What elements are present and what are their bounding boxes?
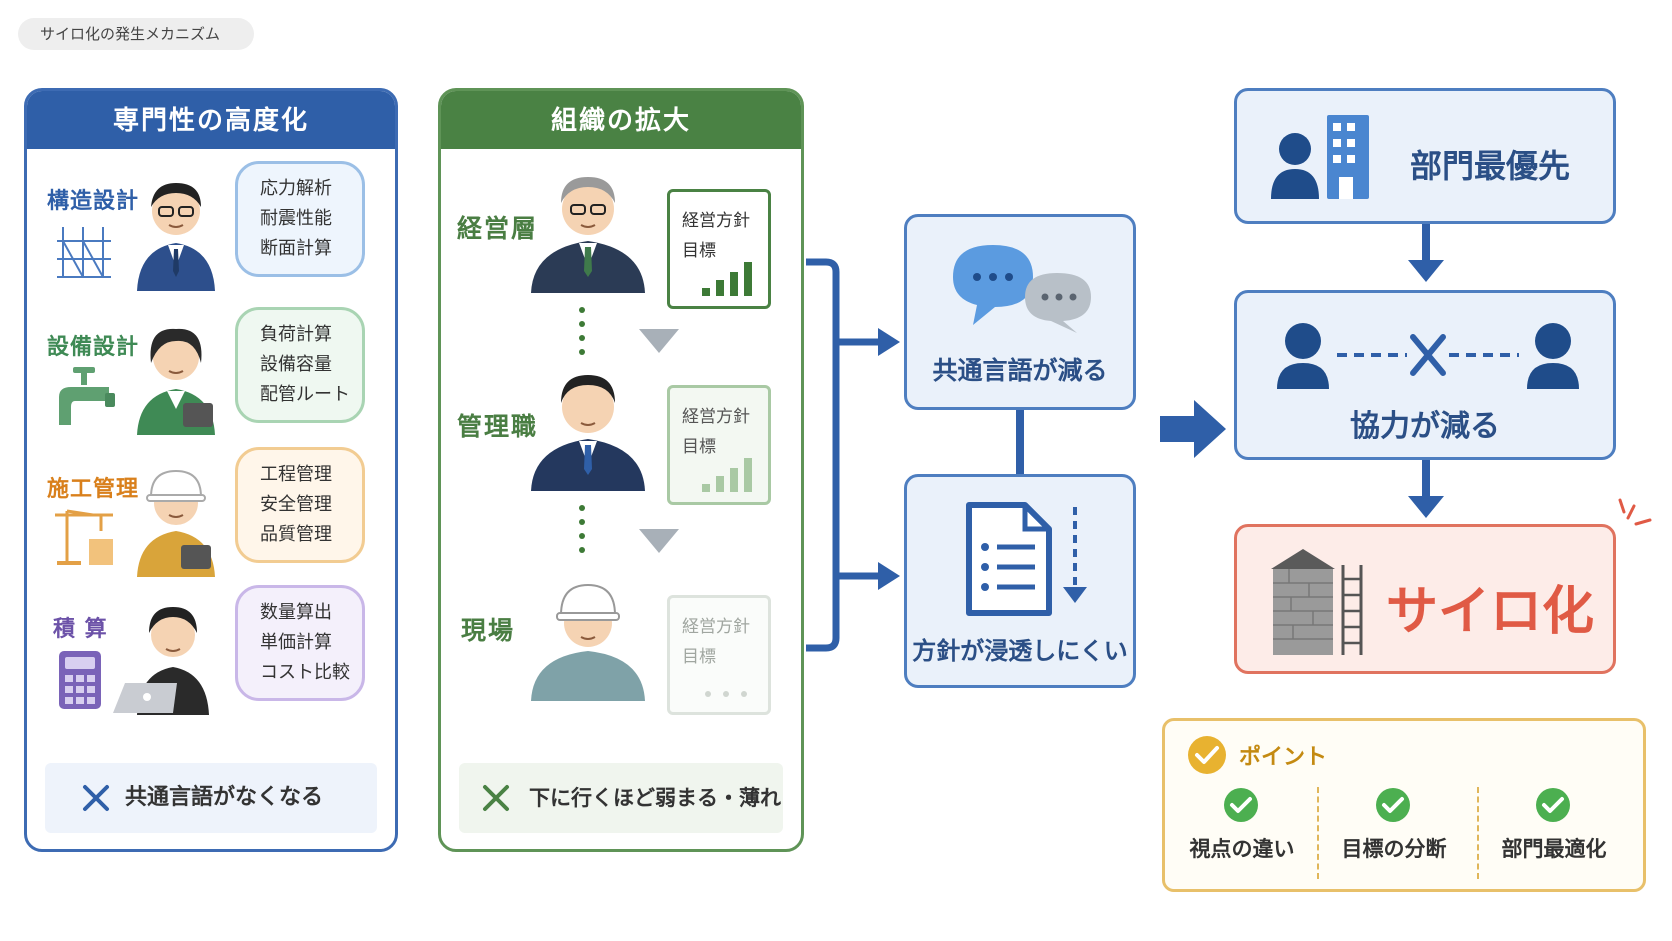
facilities-task: 配管ルート	[260, 384, 350, 405]
department-first-text: 部門最優先	[1409, 147, 1570, 185]
green-check-icon	[1536, 788, 1570, 822]
estimation-tasks-bubble: 数量算出 単価計算 コスト比較	[235, 585, 365, 701]
structure-engineer-figure	[137, 183, 215, 291]
organization-footer-text: 下に行くほど弱まる・薄れる	[529, 786, 781, 810]
emphasis-marks-icon	[1618, 498, 1652, 526]
point-item-department-optimization: 部門最適化	[1501, 837, 1607, 861]
facilities-task: 負荷計算	[260, 324, 332, 345]
department-first-box: 部門最優先	[1234, 88, 1616, 224]
doc-line: 目標	[682, 241, 716, 261]
crane-icon	[55, 509, 113, 565]
point-divider	[1477, 787, 1479, 879]
faded-dots-icon	[705, 691, 747, 697]
specialization-footer: 共通言語がなくなる	[45, 763, 377, 833]
common-language-box: 共通言語が減る	[904, 214, 1136, 410]
green-check-icon	[1376, 788, 1410, 822]
level-label-manager: 管理職	[457, 412, 539, 441]
big-right-arrow-icon	[1160, 400, 1226, 458]
policy-box: 方針が浸透しにくい	[904, 474, 1136, 688]
policy-doc-manager: 経営方針 目標	[667, 385, 771, 505]
separated-people-icon	[1277, 323, 1579, 389]
role-label-construction: 施工管理	[47, 477, 140, 502]
policy-doc-field: 経営方針 目標	[667, 595, 771, 715]
structure-task: 耐震性能	[260, 208, 332, 229]
organization-footer: 下に行くほど弱まる・薄れる	[459, 763, 783, 833]
structure-task: 応力解析	[260, 178, 332, 199]
diagram-tag: サイロ化の発生メカニズム	[18, 18, 254, 50]
x-mark-icon	[483, 785, 509, 811]
point-box: ポイント 視点の違い 目標の分断 部門最適化	[1162, 718, 1646, 892]
dotted-connector	[579, 307, 585, 355]
construction-task: 工程管理	[260, 464, 332, 485]
gold-check-icon	[1188, 736, 1226, 774]
field-worker-figure	[531, 583, 645, 701]
construction-tasks-bubble: 工程管理 安全管理 品質管理	[235, 447, 365, 563]
role-label-facilities: 設備設計	[47, 335, 140, 360]
silo-box: サイロ化	[1234, 524, 1616, 674]
down-triangle-icon	[639, 329, 679, 353]
doc-line: 経営方針	[682, 617, 750, 637]
structure-task: 断面計算	[260, 238, 332, 259]
facilities-tasks-bubble: 負荷計算 設備容量 配管ルート	[235, 307, 365, 423]
document-list-icon	[966, 502, 1087, 616]
policy-text: 方針が浸透しにくい	[912, 637, 1128, 665]
structure-tasks-bubble: 応力解析 耐震性能 断面計算	[235, 161, 365, 277]
doc-line: 経営方針	[682, 211, 750, 231]
organization-title: 組織の拡大	[441, 91, 801, 149]
bar-chart-icon	[702, 458, 752, 492]
x-mark-icon	[83, 785, 109, 811]
structure-frame-icon	[57, 227, 111, 278]
down-triangle-icon	[639, 529, 679, 553]
cooperation-text: 協力が減る	[1350, 409, 1500, 444]
person-building-icon	[1271, 115, 1369, 199]
down-arrow-icon	[1408, 224, 1444, 282]
construction-task: 安全管理	[260, 494, 332, 515]
bracket-connector	[806, 258, 900, 652]
specialization-title: 専門性の高度化	[27, 91, 395, 149]
estimator-figure	[113, 607, 209, 715]
point-divider	[1317, 787, 1319, 879]
role-label-estimation: 積 算	[53, 617, 108, 642]
level-label-executive: 経営層	[457, 214, 539, 243]
executive-figure	[531, 177, 645, 293]
facilities-engineer-figure	[137, 328, 215, 435]
silo-text: サイロ化	[1385, 582, 1594, 642]
organization-panel: 組織の拡大 経営層 経営方針 目標 管理職 経営方針 目標	[438, 88, 804, 852]
role-label-structure: 構造設計	[47, 189, 140, 214]
doc-line: 目標	[682, 647, 716, 667]
doc-line: 目標	[682, 437, 716, 457]
estimation-task: コスト比較	[260, 662, 350, 683]
specialization-panel: 専門性の高度化 構造設計 応力解析 耐震性能 断面計算 設備設計 負荷計算	[24, 88, 398, 852]
facilities-task: 設備容量	[260, 354, 332, 375]
green-check-icon	[1224, 788, 1258, 822]
calculator-icon	[59, 651, 101, 709]
speech-bubbles-icon	[953, 245, 1091, 333]
dotted-connector	[579, 505, 585, 553]
doc-line: 経営方針	[682, 407, 750, 427]
point-title: ポイント	[1239, 745, 1328, 770]
vertical-connector	[1016, 410, 1024, 474]
faucet-icon	[59, 367, 115, 425]
common-language-text: 共通言語が減る	[932, 356, 1108, 385]
cooperation-box: 協力が減る	[1234, 290, 1616, 460]
construction-manager-figure	[137, 469, 215, 577]
manager-figure	[531, 375, 645, 491]
specialization-footer-text: 共通言語がなくなる	[125, 785, 324, 810]
bar-chart-icon	[702, 262, 752, 296]
estimation-task: 単価計算	[260, 632, 332, 653]
silo-tower-icon	[1271, 549, 1363, 655]
down-arrow-icon	[1408, 460, 1444, 518]
point-item-viewpoint: 視点の違い	[1189, 837, 1295, 861]
policy-doc-executive: 経営方針 目標	[667, 189, 771, 309]
construction-task: 品質管理	[260, 524, 332, 545]
estimation-task: 数量算出	[260, 602, 332, 623]
level-label-field: 現場	[461, 616, 516, 645]
point-item-goal-division: 目標の分断	[1341, 837, 1447, 861]
